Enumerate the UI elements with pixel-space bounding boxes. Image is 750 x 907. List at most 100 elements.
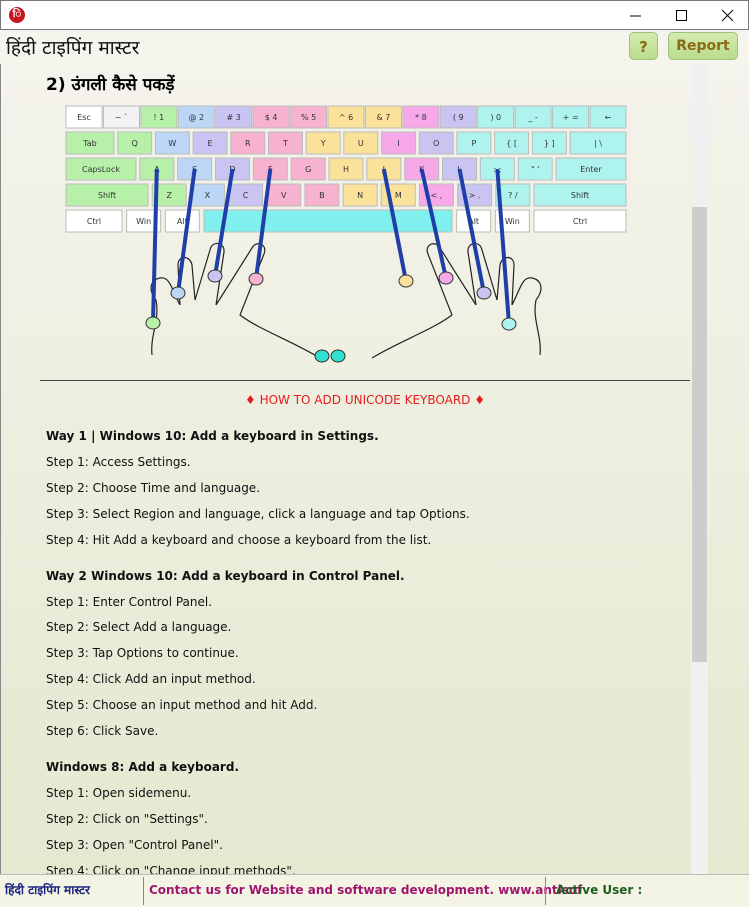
key-3-1: Z [151,183,187,207]
finger-line [495,168,511,325]
key-3-10: ? / [495,183,531,207]
report-button[interactable]: Report [668,32,738,60]
key-0-14: ← [589,105,627,129]
keyboard-finger-diagram: Esc~ `! 1@ 2# 3$ 4% 5^ 6& 7* 8( 9) 0_ -+… [65,105,627,363]
key-label: X [205,191,211,200]
key-label: Enter [580,165,602,174]
key-4-1: Win [126,209,162,233]
key-2-6: H [328,157,364,181]
key-1-7: U [343,131,379,155]
key-1-9: O [418,131,454,155]
key-label: Z [166,191,172,200]
key-label: Shift [571,191,589,200]
key-1-13: | \ [569,131,627,155]
finger-line [419,168,448,279]
key-label: R [245,139,251,148]
key-1-3: E [192,131,228,155]
key-2-11: " ' [517,157,553,181]
key-4-3 [203,209,453,233]
key-0-0: Esc [65,105,103,129]
key-3-4: V [266,183,302,207]
fingertip [501,317,517,331]
right-pane [708,64,749,874]
fingertip [207,269,223,283]
instruction-step: Step 1: Open sidemenu. [46,786,192,800]
app-title: हिंदी टाइपिंग मास्टर [6,37,140,59]
finger-line [457,168,486,294]
key-label: H [343,165,349,174]
scrollbar-thumb[interactable] [692,207,707,662]
key-2-0: CapsLock [65,157,137,181]
finger-line [381,168,408,282]
key-label: # 3 [227,113,241,122]
thumb-tip [314,349,330,363]
close-icon [721,9,734,22]
key-label: ? / [508,191,518,200]
key-label: W [168,139,176,148]
key-2-5: G [290,157,326,181]
title-bar: ि [0,0,749,30]
fingertip [248,272,264,286]
key-0-2: ! 1 [140,105,178,129]
fingertip [398,274,414,288]
divider [40,380,690,381]
key-0-1: ~ ` [102,105,140,129]
status-app-name: हिंदी टाइपिंग मास्टर [5,883,90,897]
key-0-10: ( 9 [439,105,477,129]
key-label: $ 4 [265,113,278,122]
key-label: ( 9 [453,113,464,122]
instruction-step: Step 1: Enter Control Panel. [46,595,213,609]
key-0-9: * 8 [402,105,440,129]
minimize-button[interactable] [612,1,658,30]
key-1-6: Y [305,131,341,155]
fingertip [438,271,454,285]
status-bar: हिंदी टाइपिंग मास्टर Contact us for Webs… [0,874,749,907]
key-label: % 5 [301,113,316,122]
maximize-icon [676,10,687,21]
key-2-12: Enter [555,157,627,181]
key-1-8: I [381,131,417,155]
key-label: ) 0 [490,113,501,122]
key-label: E [208,139,213,148]
key-1-1: Q [117,131,153,155]
key-0-6: % 5 [290,105,328,129]
key-0-11: ) 0 [477,105,515,129]
maximize-button[interactable] [658,1,704,30]
key-label: & 7 [376,113,390,122]
finger-line [176,168,197,294]
key-4-2: Alt [164,209,200,233]
instruction-step: Step 2: Choose Time and language. [46,481,261,495]
finger-line [213,168,235,277]
key-label: M [395,191,402,200]
instruction-step: Step 1: Access Settings. [46,455,191,469]
key-label: N [357,191,363,200]
key-0-4: # 3 [215,105,253,129]
status-separator [143,877,144,905]
key-label: Alt [468,217,479,226]
key-label: G [305,165,311,174]
thumb-tip [330,349,346,363]
app-logo-icon: ि [9,7,25,23]
key-0-8: & 7 [364,105,402,129]
key-label: * 8 [415,113,427,122]
key-1-5: T [267,131,303,155]
status-active-user: Active User : [556,883,643,897]
instruction-heading: Way 2 Windows 10: Add a keyboard in Cont… [46,569,405,583]
key-label: ! 1 [153,113,164,122]
instruction-step: Step 2: Click on "Settings". [46,812,208,826]
key-4-6: Ctrl [533,209,627,233]
key-label: Ctrl [87,217,101,226]
instruction-step: Step 3: Select Region and language, clic… [46,507,470,521]
close-button[interactable] [704,1,750,30]
key-label: Tab [82,139,97,148]
key-label: ~ ` [115,112,128,122]
left-border [0,64,1,874]
key-label: Q [132,139,138,148]
key-1-10: P [456,131,492,155]
key-label: " ' [531,165,539,174]
hands-outline [150,242,542,359]
key-0-7: ^ 6 [327,105,365,129]
help-button[interactable]: ? [629,32,658,60]
key-4-5: Win [494,209,530,233]
key-label: I [397,139,399,148]
